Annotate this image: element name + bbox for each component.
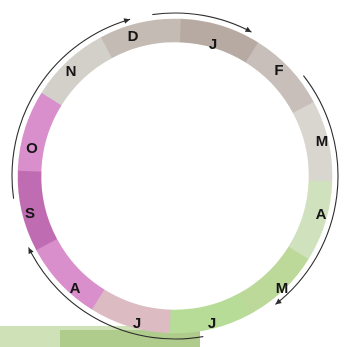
month-label-sep: S — [25, 205, 35, 222]
month-segment-sep — [18, 171, 57, 250]
month-segment-oct — [18, 93, 61, 172]
month-label-nov: N — [66, 63, 77, 80]
month-label-aug: A — [70, 280, 81, 297]
month-label-jan: J — [209, 36, 217, 53]
month-segment-aug — [36, 239, 104, 309]
month-label-may: M — [276, 280, 289, 297]
month-label-oct: O — [26, 140, 38, 157]
month-segment-nov — [42, 37, 112, 105]
month-label-dec: D — [128, 28, 139, 45]
month-label-apr: A — [316, 206, 327, 223]
month-label-feb: F — [274, 62, 283, 79]
cycle-arrows — [12, 13, 338, 339]
month-segment-may — [238, 247, 308, 315]
month-label-mar: M — [316, 133, 329, 150]
month-segment-jan — [180, 19, 259, 62]
month-label-jun: J — [208, 315, 216, 332]
month-label-jul: J — [133, 315, 141, 332]
month-labels: J F M A M J J A S O N D — [25, 28, 328, 332]
